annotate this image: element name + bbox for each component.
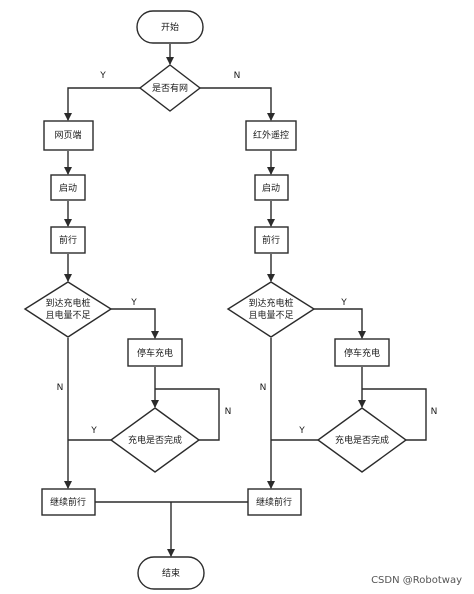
- node-start-left: 启动: [50, 174, 86, 201]
- node-decision-network-label: 是否有网: [152, 82, 188, 94]
- node-stop-right-label: 停车充电: [344, 347, 380, 359]
- node-arrive-right: 到达充电桩 且电量不足: [226, 281, 316, 338]
- node-ir-label: 红外遥控: [253, 129, 289, 141]
- node-done-left-label: 充电是否完成: [128, 434, 182, 446]
- edge-labels: Y N Y N N Y Y N N Y: [57, 71, 438, 436]
- label-no-arrive-left: N: [57, 383, 64, 393]
- node-forward-right-label: 前行: [262, 234, 280, 246]
- label-no-arrive-right: N: [260, 383, 267, 393]
- label-yes-network: Y: [99, 71, 106, 81]
- node-ir: 红外遥控: [245, 120, 297, 151]
- node-stop-right: 停车充电: [334, 338, 390, 367]
- node-continue-left-label: 继续前行: [50, 496, 86, 508]
- label-no-done-left: N: [225, 407, 232, 417]
- node-continue-right: 继续前行: [247, 488, 302, 516]
- edge-done-loop-right-no: [362, 388, 427, 441]
- node-start-right-label: 启动: [262, 182, 280, 194]
- edge-decision-ir: [199, 87, 275, 121]
- node-arrive-left-line1: 到达充电桩: [45, 297, 90, 309]
- node-forward-right: 前行: [254, 226, 289, 254]
- label-yes-done-right: Y: [298, 426, 305, 436]
- node-forward-left: 前行: [50, 226, 86, 254]
- node-done-right: 充电是否完成: [316, 407, 408, 473]
- node-web-label: 网页端: [54, 129, 81, 141]
- edge-done-loop-left-no: [155, 388, 220, 441]
- node-done-right-label: 充电是否完成: [335, 434, 389, 446]
- node-start-label: 开始: [161, 21, 179, 33]
- node-forward-left-label: 前行: [59, 234, 77, 246]
- edge-decision-web: [64, 87, 141, 121]
- label-no-network: N: [234, 71, 241, 81]
- node-end-label: 结束: [162, 567, 180, 579]
- node-stop-left-label: 停车充电: [137, 347, 173, 359]
- node-continue-right-label: 继续前行: [256, 496, 292, 508]
- node-arrive-right-line2: 且电量不足: [248, 309, 293, 321]
- node-arrive-right-line1: 到达充电桩: [248, 297, 293, 309]
- node-end: 结束: [137, 556, 205, 590]
- label-yes-arrive-right: Y: [340, 298, 347, 308]
- node-web: 网页端: [43, 120, 94, 151]
- node-stop-left: 停车充电: [127, 338, 183, 367]
- node-start: 开始: [136, 10, 204, 44]
- node-decision-network: 是否有网: [138, 64, 202, 112]
- node-start-right: 启动: [254, 174, 289, 201]
- node-arrive-left-line2: 且电量不足: [45, 309, 90, 321]
- edge-arrive-stop-left-yes: [111, 308, 159, 339]
- label-no-done-right: N: [431, 407, 438, 417]
- node-start-left-label: 启动: [59, 182, 77, 194]
- node-done-left: 充电是否完成: [109, 407, 201, 473]
- node-arrive-left: 到达充电桩 且电量不足: [23, 281, 113, 338]
- edges: [64, 44, 427, 557]
- label-yes-done-left: Y: [90, 426, 97, 436]
- watermark: CSDN @Robotway: [371, 575, 462, 586]
- edge-arrive-stop-right-yes: [314, 308, 366, 339]
- node-continue-left: 继续前行: [41, 488, 96, 516]
- label-yes-arrive-left: Y: [130, 298, 137, 308]
